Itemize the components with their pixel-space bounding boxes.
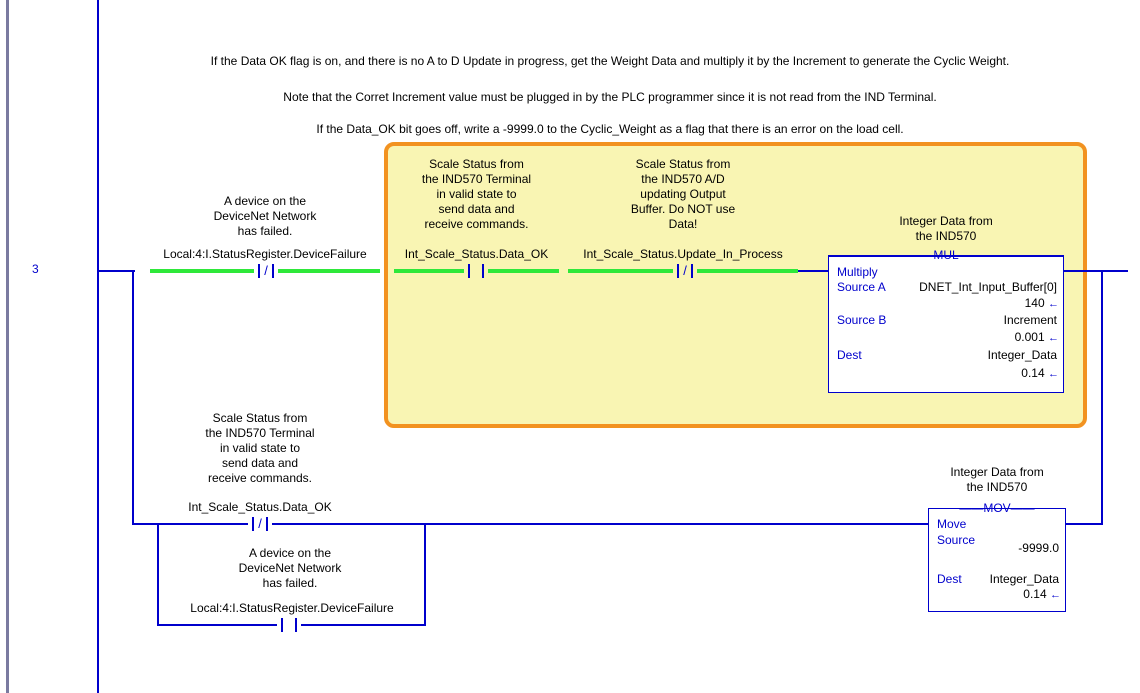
contact-description: Scale Status from the IND570 Terminal in… [394, 157, 559, 232]
rung-wire [1064, 270, 1128, 272]
desc-line: the IND570 Terminal [205, 426, 315, 440]
branch-wire [132, 270, 134, 524]
value-text: 140 [1024, 296, 1045, 310]
desc-line: Integer Data from [899, 214, 993, 228]
dest-value[interactable]: 0.14 ← [1023, 587, 1061, 603]
dest-tag[interactable]: Integer_Data [989, 572, 1059, 586]
source-label: Source [937, 533, 976, 547]
rung-comment-line: If the Data_OK bit goes off, write a -99… [316, 122, 904, 136]
dest-label: Dest [937, 572, 962, 586]
xio-contact-icon[interactable]: / [673, 264, 697, 278]
left-arrow-icon: ← [1048, 332, 1059, 344]
desc-line: A device on the [248, 546, 332, 560]
desc-line: the IND570 A/D [641, 172, 725, 186]
mul-instruction-block[interactable]: ——MUL—— Multiply Source A DNET_Int_Input… [828, 248, 1064, 393]
contact-tag[interactable]: Int_Scale_Status.Data_OK [404, 247, 549, 261]
desc-line: send data and [438, 202, 515, 216]
desc-line: Scale Status from [429, 157, 524, 171]
desc-line: Scale Status from [212, 411, 308, 425]
left-margin-line [6, 0, 9, 693]
rung-wire [99, 270, 135, 272]
source-value[interactable]: -9999.0 [1018, 541, 1059, 555]
desc-line: Buffer. Do NOT use [630, 202, 736, 216]
rung-comment-line: Note that the Corret Increment value mus… [283, 90, 937, 104]
source-b-label: Source B [837, 313, 887, 327]
branch-wire [132, 523, 928, 525]
desc-line: the IND570 Terminal [421, 172, 532, 186]
desc-line: in valid state to [219, 441, 301, 455]
source-b-value[interactable]: 0.001 ← [1015, 330, 1059, 346]
value-text: 0.14 [1021, 366, 1045, 380]
instruction-title: Move [937, 517, 967, 531]
branch-wire [1101, 270, 1103, 525]
contact-tag[interactable]: Int_Scale_Status.Update_In_Process [583, 247, 783, 261]
dest-tag[interactable]: Integer_Data [987, 348, 1057, 362]
source-a-label: Source A [837, 280, 886, 294]
desc-line: receive commands. [424, 217, 529, 231]
instruction-description: Integer Data from the IND570 [928, 465, 1066, 495]
xio-contact-icon[interactable]: / [254, 264, 278, 278]
desc-line: receive commands. [207, 471, 313, 485]
dest-value[interactable]: 0.14 ← [1021, 366, 1059, 382]
nested-branch-wire [424, 523, 426, 626]
nested-branch-wire [157, 523, 159, 625]
rung-comment-line: If the Data OK flag is on, and there is … [210, 54, 1010, 68]
left-power-rail [97, 0, 99, 693]
dest-label: Dest [837, 348, 862, 362]
desc-line: send data and [221, 456, 299, 470]
desc-line: Data! [668, 217, 698, 231]
xic-contact-icon[interactable] [464, 264, 488, 278]
branch-wire [1064, 523, 1103, 525]
desc-line: DeviceNet Network [213, 209, 317, 223]
mov-instruction-block[interactable]: ——MOV—— Move Source -9999.0 Dest Integer… [928, 501, 1066, 612]
contact-description: Scale Status from the IND570 Terminal in… [145, 411, 375, 486]
xio-contact-icon[interactable]: / [248, 517, 272, 531]
contact-description: A device on the DeviceNet Network has fa… [150, 194, 380, 239]
desc-line: Scale Status from [635, 157, 731, 171]
contact-description: A device on the DeviceNet Network has fa… [175, 546, 405, 591]
left-arrow-icon: ← [1048, 368, 1059, 380]
source-a-tag[interactable]: DNET_Int_Input_Buffer[0] [919, 280, 1057, 294]
left-arrow-icon: ← [1048, 298, 1059, 310]
branch-wire [1083, 270, 1085, 272]
block-top-line [829, 256, 1063, 257]
instruction-mnemonic: ——MUL—— [909, 248, 983, 262]
contact-tag[interactable]: Local:4:I.StatusRegister.DeviceFailure [190, 601, 394, 615]
desc-line: has failed. [237, 224, 293, 238]
contact-tag[interactable]: Local:4:I.StatusRegister.DeviceFailure [163, 247, 367, 261]
desc-line: A device on the [223, 194, 307, 208]
instruction-description: Integer Data from the IND570 [828, 214, 1064, 244]
desc-line: the IND570 [915, 229, 977, 243]
rung-number[interactable]: 3 [32, 262, 39, 276]
desc-line: DeviceNet Network [238, 561, 342, 575]
desc-line: Integer Data from [950, 465, 1044, 479]
source-b-tag[interactable]: Increment [1003, 313, 1057, 327]
instruction-title: Multiply [837, 265, 878, 279]
xic-contact-icon[interactable] [277, 618, 301, 632]
desc-line: in valid state to [436, 187, 517, 201]
rung-wire [798, 270, 828, 272]
contact-tag[interactable]: Int_Scale_Status.Data_OK [188, 500, 332, 514]
value-text: 0.001 [1014, 330, 1045, 344]
instruction-mnemonic: ——MOV—— [959, 501, 1035, 515]
left-arrow-icon: ← [1050, 589, 1061, 601]
desc-line: updating Output [640, 187, 726, 201]
desc-line: has failed. [262, 576, 318, 590]
contact-description: Scale Status from the IND570 A/D updatin… [568, 157, 798, 232]
desc-line: the IND570 [966, 480, 1028, 494]
value-text: 0.14 [1023, 587, 1047, 601]
source-a-value[interactable]: 140 ← [1025, 296, 1059, 312]
